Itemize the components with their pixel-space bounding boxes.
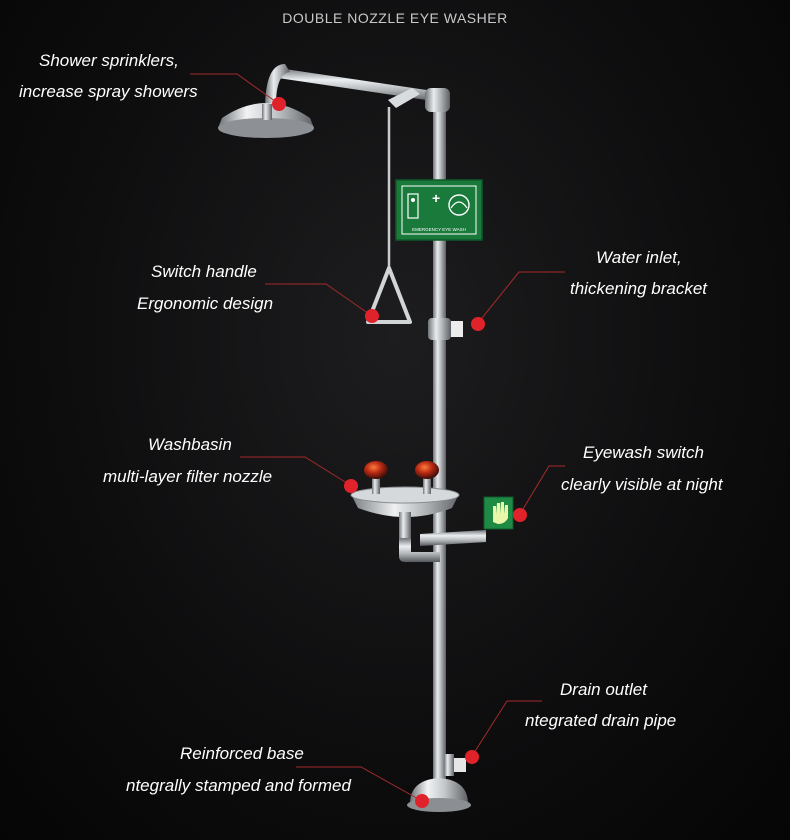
- top-valve-lever: [388, 88, 420, 108]
- callout-base-line2: ntegrally stamped and formed: [126, 776, 351, 795]
- leader-shower: [190, 73, 280, 105]
- marker-eyeswitch: [513, 508, 527, 522]
- callout-base-line1: Reinforced base: [180, 744, 304, 763]
- main-pipe: [433, 100, 446, 790]
- leader-eyeswitch: [519, 465, 565, 515]
- sign-text: EMERGENCY EYE WASH: [412, 227, 466, 232]
- page-title: DOUBLE NOZZLE EYE WASHER: [282, 10, 508, 26]
- callout-drain-line1: Drain outlet: [560, 680, 647, 699]
- right-nozzle: [415, 461, 439, 479]
- marker-inlet: [471, 317, 485, 331]
- callout-drain-line2: ntegrated drain pipe: [525, 711, 677, 730]
- marker-basin: [344, 479, 358, 493]
- leader-basin: [240, 456, 351, 486]
- basin-drain-pipe: [399, 538, 440, 562]
- callout-markers: [272, 97, 527, 808]
- callout-eyeswitch-line1: Eyewash switch: [583, 443, 704, 462]
- washbasin-rim: [350, 486, 460, 504]
- leader-drain: [471, 700, 542, 757]
- callout-shower-line2: increase spray showers: [19, 82, 198, 101]
- callout-handle-line2: Ergonomic design: [137, 294, 274, 313]
- leader-base: [296, 766, 423, 802]
- svg-text:+: +: [432, 190, 440, 206]
- leader-lines: [190, 73, 565, 802]
- shower-head-rim: [218, 118, 314, 138]
- callout-eyeswitch-line2: clearly visible at night: [561, 475, 723, 494]
- callout-basin-line2: multi-layer filter nozzle: [103, 467, 273, 486]
- water-inlet-tee: [428, 318, 451, 340]
- hand-icon: [493, 502, 508, 524]
- top-right-elbow: [425, 88, 450, 112]
- marker-drain: [465, 750, 479, 764]
- marker-handle: [365, 309, 379, 323]
- left-nozzle: [364, 461, 388, 479]
- eyewash-side-pipe: [420, 530, 486, 546]
- callout-inlet-line2: thickening bracket: [570, 279, 708, 298]
- callout-shower-line1: Shower sprinklers,: [39, 51, 179, 70]
- callout-handle-line1: Switch handle: [151, 262, 257, 281]
- leader-inlet: [477, 271, 565, 324]
- marker-base: [415, 794, 429, 808]
- drain-outlet: [452, 758, 466, 772]
- callout-basin-line1: Washbasin: [148, 435, 232, 454]
- top-pipe: [278, 68, 440, 102]
- callout-inlet-line1: Water inlet,: [596, 248, 682, 267]
- leader-handle: [265, 283, 373, 317]
- marker-shower: [272, 97, 286, 111]
- triangle-handle: [366, 266, 412, 324]
